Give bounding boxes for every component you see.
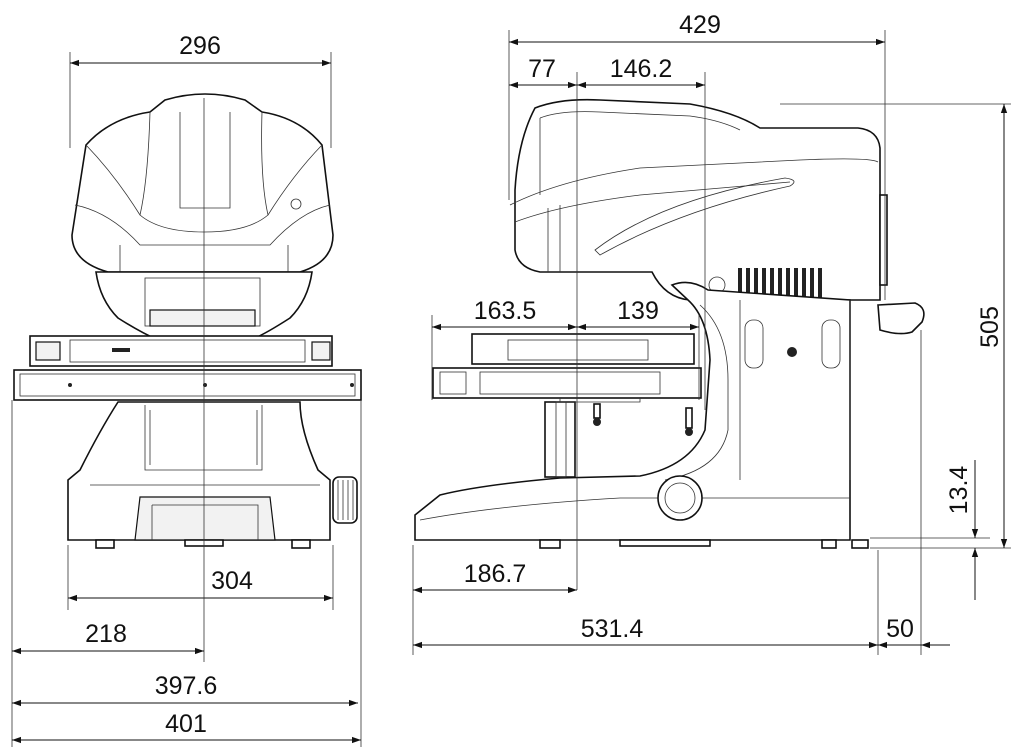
side-rear-handle: [877, 302, 925, 335]
front-focus-knob: [332, 476, 358, 524]
dim-label-401: 401: [165, 710, 207, 738]
side-body-column: [414, 281, 851, 541]
dim-label-139: 139: [617, 297, 659, 325]
side-vents: [738, 268, 822, 302]
side-lower-column: [544, 401, 576, 478]
dim-label-218: 218: [85, 620, 127, 648]
dim-label-505: 505: [976, 306, 1004, 348]
dim-label-304: 304: [211, 567, 253, 595]
dim-label-13-4: 13.4: [945, 466, 973, 515]
side-dimension-lines: [412, 30, 1011, 655]
dim-label-531-4: 531.4: [581, 615, 644, 643]
front-stage: [29, 335, 333, 367]
dim-label-186-7: 186.7: [464, 560, 527, 588]
dim-label-146-2: 146.2: [610, 55, 673, 83]
front-view: [13, 93, 362, 549]
side-stage: [471, 333, 695, 365]
dim-label-429: 429: [679, 11, 721, 39]
side-head: [514, 98, 881, 301]
side-stage-slide: [432, 367, 702, 399]
front-stage-rail: [13, 369, 362, 401]
dim-label-50: 50: [886, 615, 914, 643]
dim-label-77: 77: [528, 55, 556, 83]
side-view: [414, 98, 925, 549]
dim-label-163-5: 163.5: [474, 297, 537, 325]
front-dimension-lines: [11, 52, 362, 747]
dim-label-296: 296: [179, 32, 221, 60]
dim-label-397-6: 397.6: [155, 672, 218, 700]
